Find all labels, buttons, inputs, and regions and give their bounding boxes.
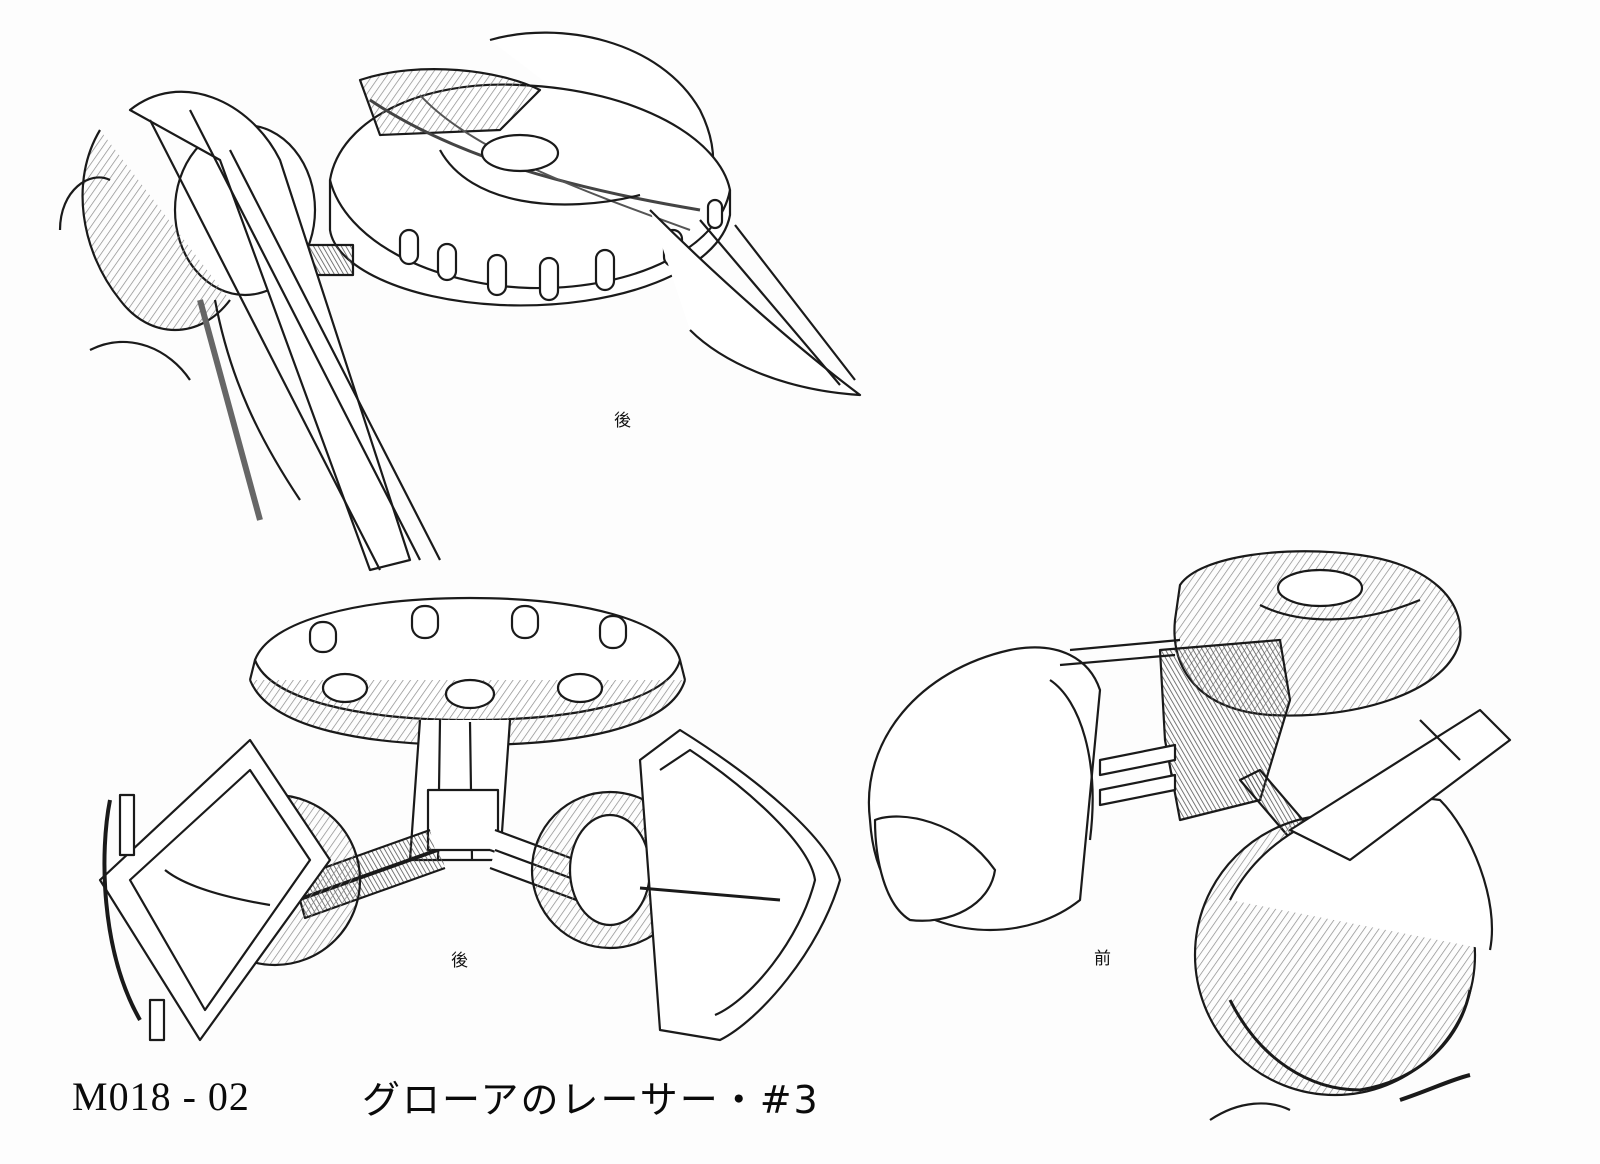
view-label-front: 前: [1094, 949, 1111, 969]
racer-front-drawing: [867, 550, 1512, 1121]
racer-rear-drawing: [98, 596, 842, 1042]
sheet-code: M018 - 02: [72, 1073, 250, 1119]
sheet-caption: M018 - 02 グローアのレーサー・#3: [72, 1068, 820, 1124]
sheet-title: グローアのレーサー・#3: [362, 1077, 820, 1122]
view-label-rear: 後: [451, 951, 468, 971]
view-label-rear-top: 後: [614, 411, 631, 431]
racer-rear-overhead-drawing: [58, 31, 862, 572]
